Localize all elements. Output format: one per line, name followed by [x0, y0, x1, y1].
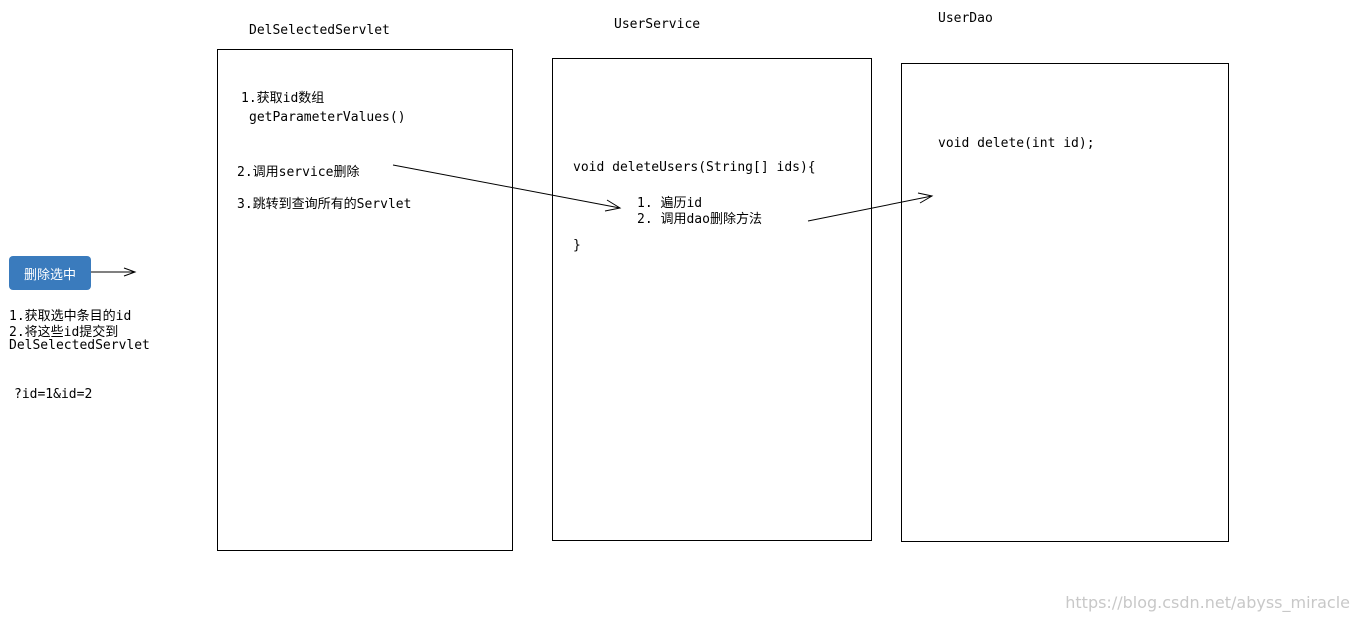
watermark: https://blog.csdn.net/abyss_miracle — [1065, 593, 1350, 612]
servlet-step1: 1.获取id数组 — [241, 91, 325, 106]
servlet-step3: 3.跳转到查询所有的Servlet — [237, 197, 412, 212]
left-note-line2: 2.将这些id提交到 — [9, 325, 119, 340]
service-step2: 2. 调用dao删除方法 — [637, 212, 762, 227]
servlet-title: DelSelectedServlet — [249, 23, 390, 38]
service-signature: void deleteUsers(String[] ids){ — [573, 160, 816, 175]
query-string: ?id=1&id=2 — [14, 387, 93, 402]
dao-title: UserDao — [938, 11, 993, 26]
dao-signature: void delete(int id); — [938, 136, 1095, 151]
servlet-step1-code: getParameterValues() — [249, 110, 406, 125]
dao-box — [901, 63, 1229, 542]
delete-selected-button[interactable]: 删除选中 — [9, 256, 91, 290]
left-note-line3: DelSelectedServlet — [9, 338, 150, 353]
service-step1: 1. 遍历id — [637, 196, 703, 211]
service-title: UserService — [614, 17, 701, 32]
service-close-brace: } — [573, 238, 581, 253]
service-box — [552, 58, 872, 541]
button-to-servlet-arrow — [91, 267, 137, 277]
servlet-box — [217, 49, 513, 551]
left-note-line1: 1.获取选中条目的id — [9, 309, 132, 324]
servlet-step2: 2.调用service删除 — [237, 165, 360, 180]
